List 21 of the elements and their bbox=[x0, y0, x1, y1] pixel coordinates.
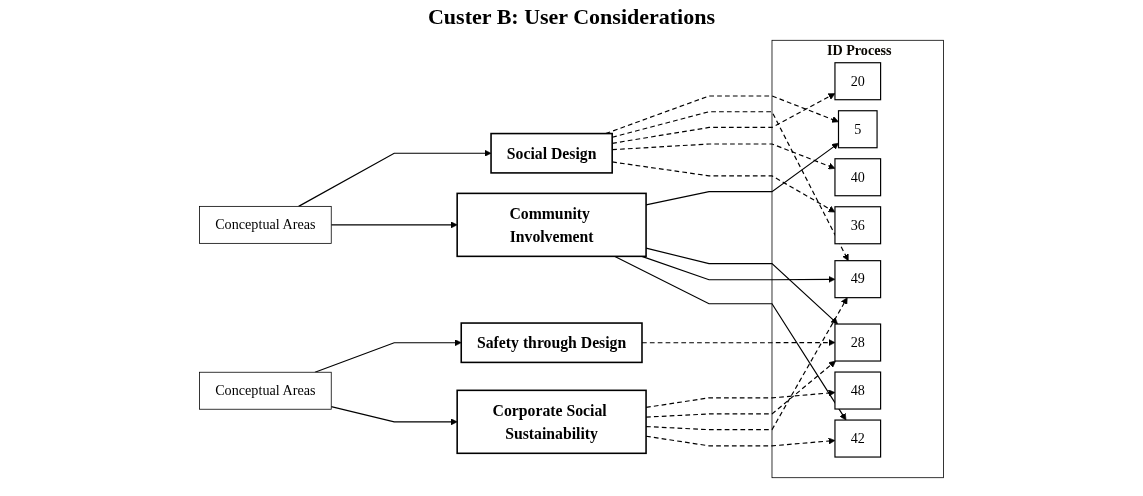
node-box: 42 bbox=[834, 419, 882, 458]
node-box: 36 bbox=[834, 206, 882, 245]
node-box: Conceptual Areas bbox=[199, 205, 332, 244]
arrow bbox=[330, 221, 458, 229]
node-box: Community Involvement bbox=[456, 192, 647, 258]
node-box: 40 bbox=[834, 158, 882, 197]
node-box: Conceptual Areas bbox=[199, 371, 332, 410]
arrow bbox=[613, 255, 847, 421]
node-box: Safety through Design bbox=[460, 322, 643, 364]
diagram-title: Custer B: User Considerations bbox=[427, 4, 716, 30]
node-box: 20 bbox=[834, 62, 882, 101]
arrow bbox=[314, 339, 462, 373]
node-box: 5 bbox=[837, 110, 878, 149]
node-box: Social Design bbox=[490, 132, 613, 174]
arrow bbox=[330, 406, 458, 426]
arrow bbox=[605, 95, 839, 135]
node-box: Corporate Social Sustainability bbox=[456, 389, 647, 455]
node-box: 28 bbox=[834, 323, 882, 362]
node-box: 49 bbox=[834, 260, 882, 299]
arrow bbox=[298, 149, 492, 207]
node-box: 48 bbox=[834, 371, 882, 410]
